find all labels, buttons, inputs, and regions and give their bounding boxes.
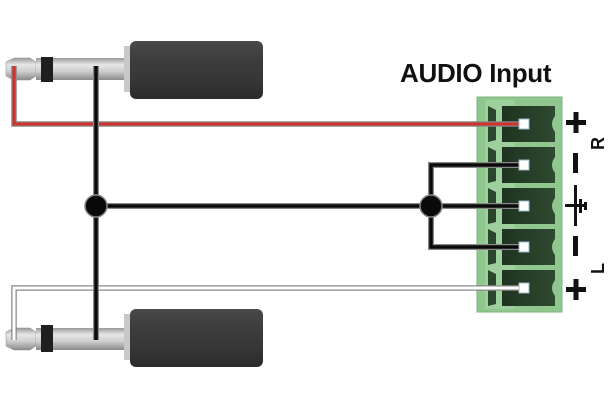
ground-icon (565, 185, 587, 226)
terminal-screw (518, 118, 530, 130)
terminal-screw (518, 200, 530, 212)
terminal-screw (518, 282, 530, 294)
wire-white (12, 286, 524, 340)
plug-ring-band (41, 57, 53, 82)
plug-body (130, 309, 263, 367)
terminal-screw (518, 159, 530, 171)
minus-symbol-r (573, 153, 578, 173)
terminal-screw (518, 241, 530, 253)
plug-ring-band (41, 325, 53, 352)
wires (11, 66, 524, 340)
minus-symbol-l (573, 236, 578, 256)
channel-label-r: R (588, 137, 608, 150)
top-audio-plug (5, 41, 263, 99)
junction-node (84, 194, 108, 218)
junction-node (419, 194, 443, 218)
audio-input-title: AUDIO Input (400, 58, 552, 88)
bottom-audio-plug (5, 309, 263, 367)
plug-body (130, 41, 263, 99)
wire-red (12, 66, 524, 126)
channel-label-l: L (588, 263, 608, 274)
terminal-labels: R L (565, 112, 608, 300)
